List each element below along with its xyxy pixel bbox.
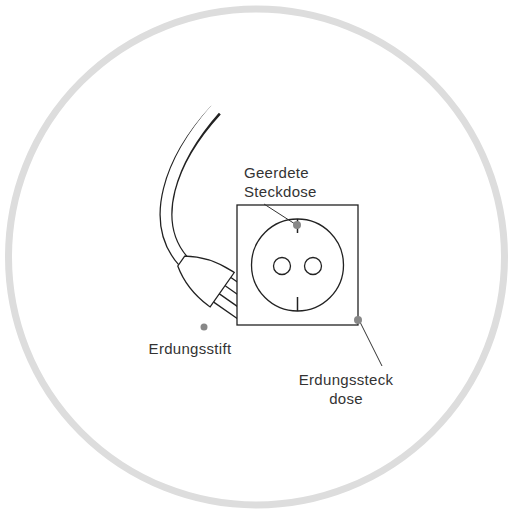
socket-plate bbox=[237, 205, 358, 325]
plug-body bbox=[169, 244, 234, 307]
socket bbox=[237, 205, 358, 325]
part-label: Erdungssteck dose bbox=[290, 370, 402, 408]
socket-hole bbox=[305, 258, 322, 275]
leader-line bbox=[264, 204, 295, 224]
leader-dot bbox=[201, 324, 208, 331]
leader-dot bbox=[293, 221, 301, 229]
socket-recess bbox=[252, 219, 344, 311]
ground-clip bbox=[297, 297, 299, 311]
part-label: Geerdete Steckdose bbox=[244, 163, 336, 201]
frame-circle bbox=[9, 9, 505, 505]
socket-hole bbox=[274, 258, 291, 275]
plug-cable bbox=[166, 108, 216, 262]
leader-line bbox=[360, 322, 382, 366]
part-label: Erdungsstift bbox=[130, 339, 250, 358]
leader-dot bbox=[354, 316, 362, 324]
